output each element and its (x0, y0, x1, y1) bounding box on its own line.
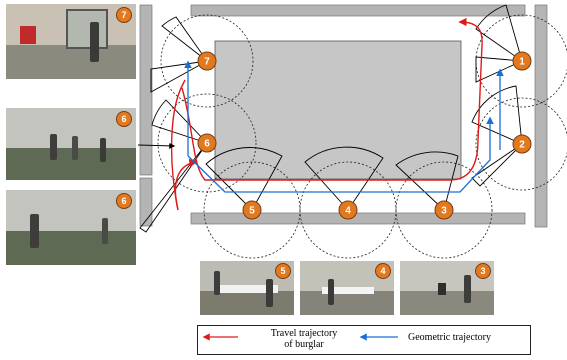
camera-thumbnail-7: 7 (6, 4, 136, 79)
thumbnail-badge-6: 6 (116, 193, 132, 209)
camera-node-4: 4 (338, 200, 358, 220)
thumbnail-table (216, 285, 278, 293)
fov-sector-3 (395, 151, 459, 211)
camera-fov-sectors (139, 4, 524, 233)
thumbnail-person (464, 275, 471, 303)
camera-node-label: 6 (204, 139, 210, 150)
thumbnail-person (90, 22, 99, 62)
camera-node-label: 5 (249, 206, 255, 217)
camera-node-7: 7 (197, 51, 217, 71)
wall-top (190, 4, 526, 17)
camera-thumbnail-4: 4 (300, 261, 394, 315)
thumbnail-wall (6, 190, 136, 232)
fov-sector-5 (205, 147, 283, 211)
thumbnail-person (100, 138, 106, 162)
legend-geometric-label: Geometric trajectory (408, 332, 492, 343)
camera-node-circle (197, 51, 217, 71)
coverage-circle-5 (203, 161, 301, 259)
thumbnail-person (328, 279, 334, 305)
fov-sector-4 (304, 146, 384, 211)
thumbnail-person (72, 136, 78, 160)
thumbnail-floor (400, 290, 494, 315)
fov-sector-7b (150, 60, 208, 93)
camera-thumbnail-3: 3 (400, 261, 494, 315)
camera-node-5: 5 (242, 200, 262, 220)
coverage-circle-4 (299, 161, 397, 259)
camera-node-circle (512, 134, 532, 154)
travel-trajectory (170, 22, 483, 211)
fov-sector-1 (475, 4, 523, 63)
camera-node-6: 6 (197, 133, 217, 153)
fov-sector-7 (161, 16, 208, 62)
camera-node-label: 7 (204, 57, 210, 68)
thumbnail-badge-7: 7 (116, 7, 132, 23)
camera-thumbnail-6-lower: 6 (6, 190, 136, 265)
coverage-circle-7 (160, 14, 254, 108)
coverage-circle-3 (395, 161, 493, 259)
thumbnail-floor (300, 290, 394, 315)
camera-node-circle (434, 200, 454, 220)
coverage-circle-6 (157, 93, 257, 193)
geometric-path-6-5 (187, 116, 494, 193)
legend-travel-label: Travel trajectory of burglar (254, 328, 354, 350)
central-room (214, 40, 462, 180)
thumbnail-floor (6, 147, 136, 180)
wall-right (534, 4, 548, 228)
camera-node-label: 3 (441, 206, 447, 217)
thumbnail-badge-5: 5 (275, 263, 291, 279)
camera-node-1: 1 (512, 51, 532, 71)
camera-node-label: 2 (519, 140, 525, 151)
wall-left-upper (139, 4, 153, 176)
fov-sector-2b (471, 143, 523, 187)
fov-sector-6 (151, 99, 208, 144)
legend-travel-label-line2: of burglar (284, 339, 324, 350)
thumbnail-badge-6: 6 (116, 111, 132, 127)
camera-node-circle (242, 200, 262, 220)
thumbnail-pointer-arrow (137, 142, 176, 149)
coverage-circle-2 (475, 97, 567, 191)
camera-node-circle (197, 133, 217, 153)
thumbnail-floor (6, 45, 136, 79)
camera-node-circle (512, 51, 532, 71)
camera-node-circle (338, 200, 358, 220)
thumbnail-bin (438, 283, 446, 295)
thumbnail-person (50, 134, 57, 160)
thumbnail-floor (6, 231, 136, 265)
camera-node-label: 1 (519, 57, 525, 68)
travel-path-loop (174, 158, 198, 211)
thumbnail-person (214, 271, 220, 295)
legend-arrows (202, 333, 398, 341)
thumbnail-red-box (20, 26, 36, 44)
fov-sector-2 (471, 85, 523, 145)
thumbnail-table (322, 287, 374, 294)
thumbnail-doorway (66, 9, 108, 49)
thumbnail-person (266, 279, 273, 307)
camera-thumbnail-6-upper: 6 (6, 108, 136, 180)
camera-nodes: 1 2 3 4 5 6 7 (197, 51, 532, 220)
camera-thumbnail-5: 5 (200, 261, 294, 315)
thumbnail-badge-3: 3 (475, 263, 491, 279)
legend: Travel trajectory of burglar Geometric t… (197, 325, 531, 355)
wall-bottom (190, 212, 526, 225)
legend-travel-label-line1: Travel trajectory (270, 328, 338, 339)
thumbnail-badge-4: 4 (375, 263, 391, 279)
thumbnail-person (30, 214, 39, 248)
wall-left-lower (139, 177, 153, 227)
geometric-trajectory (184, 60, 504, 193)
camera-node-3: 3 (434, 200, 454, 220)
thumbnail-wall (6, 108, 136, 148)
thumbnail-person (102, 218, 108, 244)
camera-node-label: 4 (345, 206, 351, 217)
coverage-circles (157, 14, 567, 259)
camera-node-2: 2 (512, 134, 532, 154)
